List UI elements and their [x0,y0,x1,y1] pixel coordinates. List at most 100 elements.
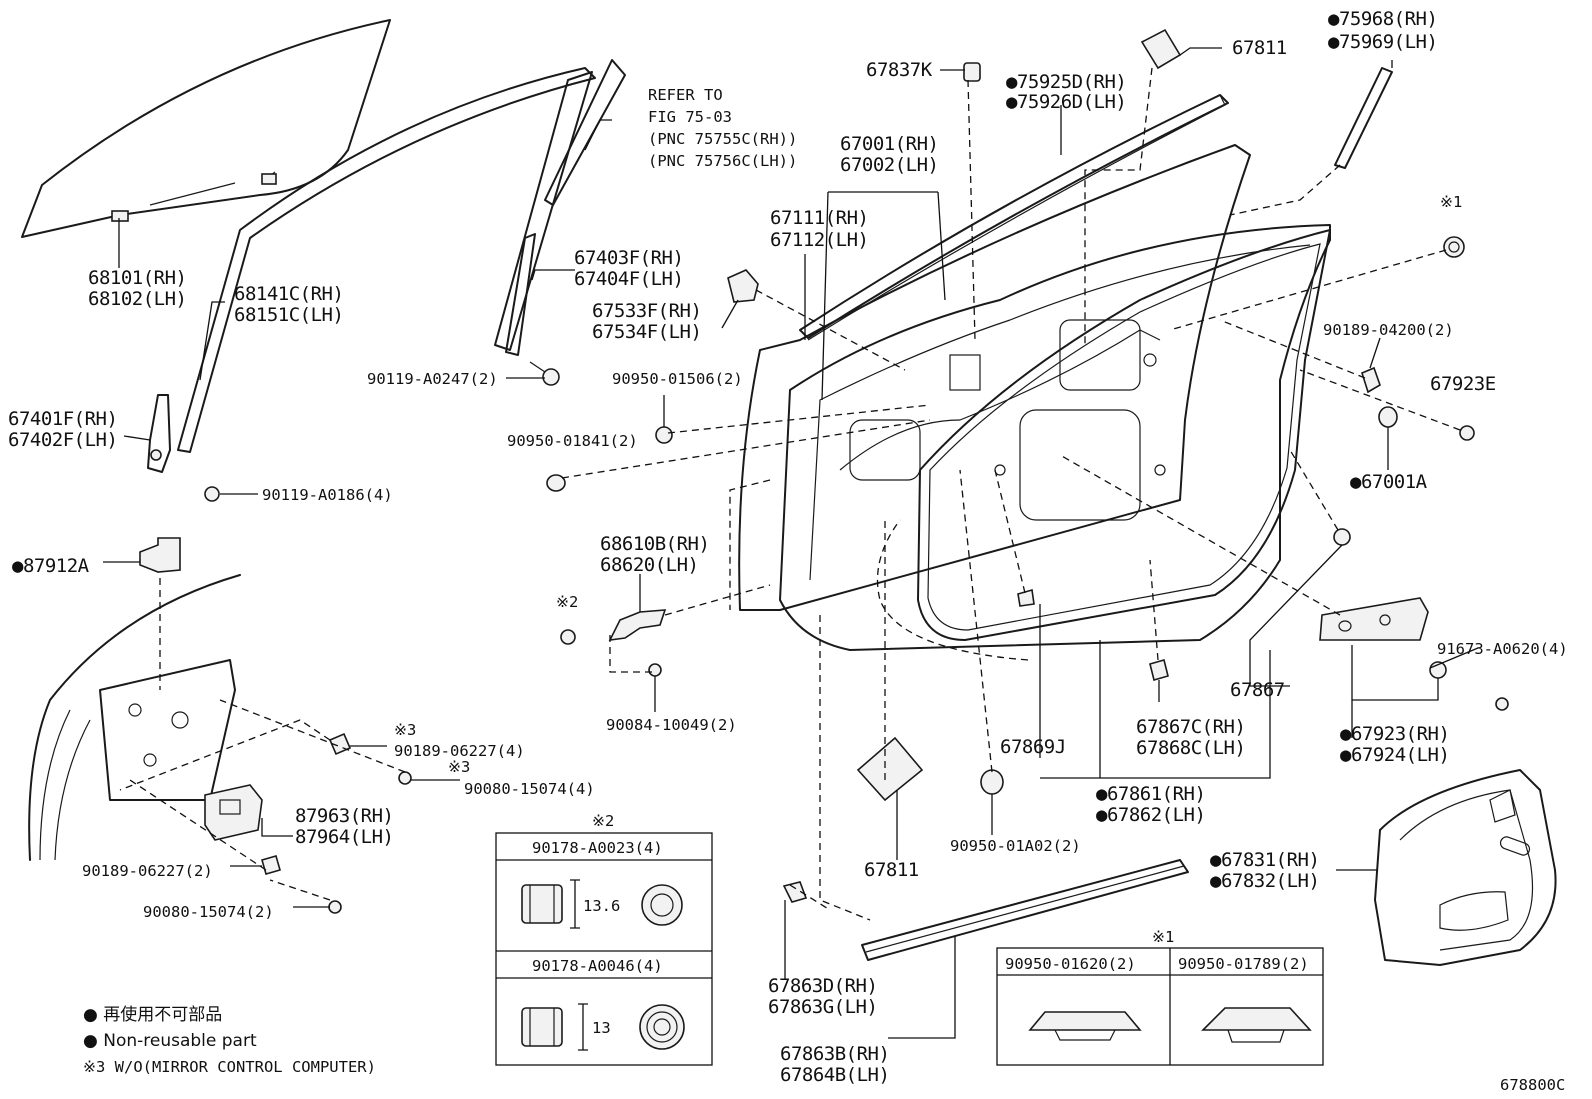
label-x2-nut: ※2 [556,593,578,611]
label-90119-a0186: 90119-A0186(4) [262,486,393,504]
label-90950-01506: 90950-01506(2) [612,370,743,388]
label-67924: ●67924(LH) [1340,744,1449,766]
label-75926d: ●75926D(LH) [1006,91,1126,113]
label-90080-15074-4: 90080-15074(4) [464,780,595,798]
label-90178-a0023: 90178-A0023(4) [532,839,663,857]
label-refer-pnc-rh: (PNC 75755C(RH)) [648,130,797,148]
plug-01a02-drawing [980,769,1004,795]
door-glass-drawing [21,19,391,238]
figure-code: 678800C [1500,1076,1565,1094]
label-75969: ●75969(LH) [1328,31,1437,53]
grommet-67001a-drawing [1378,406,1398,428]
label-67403f: 67403F(RH) [574,247,683,269]
nut-x2-drawing [560,629,576,645]
dashed-reference-lines [119,67,1461,921]
label-67867c: 67867C(RH) [1136,716,1245,738]
pillar-garnish-drawing [494,59,626,351]
label-x2-box: ※2 [592,812,614,830]
label-67862: ●67862(LH) [1096,804,1205,826]
bolt-a0247-drawing [529,361,560,386]
label-67404f: 67404F(LH) [574,268,683,290]
label-67533f: 67533F(RH) [592,300,701,322]
pad-lower-drawing [856,736,924,802]
door-weatherstrip-drawing [917,229,1331,641]
label-67402f: 67402F(LH) [8,429,117,451]
division-bar-drawing [505,233,536,356]
label-67112: 67112(LH) [770,229,868,251]
label-90189-06227-4: 90189-06227(4) [394,742,525,760]
label-67534f: 67534F(LH) [592,321,701,343]
label-refer-to: REFER TO [648,86,723,104]
legend-x3-note: ※3 W/O(MIRROR CONTROL COMPUTER) [83,1058,376,1076]
label-67864b: 67864B(LH) [780,1064,889,1086]
detail-box-x1 [996,947,1324,1066]
legend-non-reusable-jp: ● 再使用不可部品 [83,1004,222,1025]
label-67869j: 67869J [1000,736,1066,758]
detail-box-x2 [495,832,713,1066]
label-91673-a0620: 91673-A0620(4) [1437,640,1568,658]
lower-bracket-drawing [147,394,171,473]
bolt-67923e-drawing [1459,425,1475,441]
mirror-bracket-drawing [204,784,263,841]
clip-67863d-drawing [782,881,808,903]
label-67863d: 67863D(RH) [768,975,877,997]
label-67867: 67867 [1230,679,1285,701]
label-67861: ●67861(RH) [1096,783,1205,805]
label-68141c: 68141C(RH) [234,283,343,305]
label-90950-01789: 90950-01789(2) [1178,955,1309,973]
label-87912a-drawing [139,537,181,573]
label-67863b: 67863B(RH) [780,1043,889,1065]
body-corner-drawing [28,574,241,861]
label-dim-13: 13 [592,1019,611,1037]
hinge-bracket-drawing [561,609,667,677]
label-90950-01620: 90950-01620(2) [1005,955,1136,973]
outer-door-panel-drawing [738,94,1251,611]
label-68151c: 68151C(LH) [234,304,343,326]
label-68101: 68101(RH) [88,267,186,289]
door-trim-panel-drawing [1374,769,1557,966]
label-90950-01841: 90950-01841(2) [507,432,638,450]
frame-moulding-drawing [1334,67,1393,169]
label-90080-15074-2: 90080-15074(2) [143,903,274,921]
plug-01841-drawing [546,474,566,492]
label-68102: 68102(LH) [88,288,186,310]
label-67832: ●67832(LH) [1210,870,1319,892]
label-67001a: ●67001A [1350,471,1428,493]
label-x3-clip: ※3 [394,721,416,739]
label-90119-a0247: 90119-A0247(2) [367,370,498,388]
label-67923: ●67923(RH) [1340,723,1449,745]
belt-moulding-drawing [799,94,1229,339]
stopper-drawing [727,269,759,303]
grommet-01506-drawing [655,426,673,444]
clip-67867c-drawing [1149,659,1169,681]
cap-x1-drawing [1443,236,1465,258]
label-90189-04200: 90189-04200(2) [1323,321,1454,339]
label-67863g: 67863G(LH) [768,996,877,1018]
label-87963: 87963(RH) [295,805,393,827]
label-x1-box: ※1 [1152,928,1174,946]
label-90189-06227-2: 90189-06227(2) [82,862,213,880]
pad-top-drawing [1140,28,1182,70]
legend: ● 再使用不可部品 ● Non-reusable part ※3 W/O(MIR… [83,1004,376,1076]
label-67923e: 67923E [1430,373,1496,395]
label-67868c: 67868C(LH) [1136,737,1245,759]
label-90178-a0046: 90178-A0046(4) [532,957,663,975]
inner-door-frame-drawing [779,224,1331,651]
leader-lines [103,47,1479,1039]
label-x1-top: ※1 [1440,193,1462,211]
small-cover-drawing [963,62,981,82]
label-87964: 87964(LH) [295,826,393,848]
label-refer-fig: FIG 75-03 [648,108,732,126]
label-75925d: ●75925D(RH) [1006,71,1126,93]
label-67837k: 67837K [866,59,933,81]
label-dim-13-6: 13.6 [583,897,620,915]
label-68610b: 68610B(RH) [600,533,709,555]
label-87912a: ●87912A [12,555,90,577]
label-67811-lower: 67811 [864,859,919,881]
label-90084-10049: 90084-10049(2) [606,716,737,734]
part-labels: 68101(RH) 68102(LH) 68141C(RH) 68151C(LH… [8,8,1568,1086]
label-75968: ●75968(RH) [1328,8,1437,30]
glass-run-drawing [177,67,596,453]
